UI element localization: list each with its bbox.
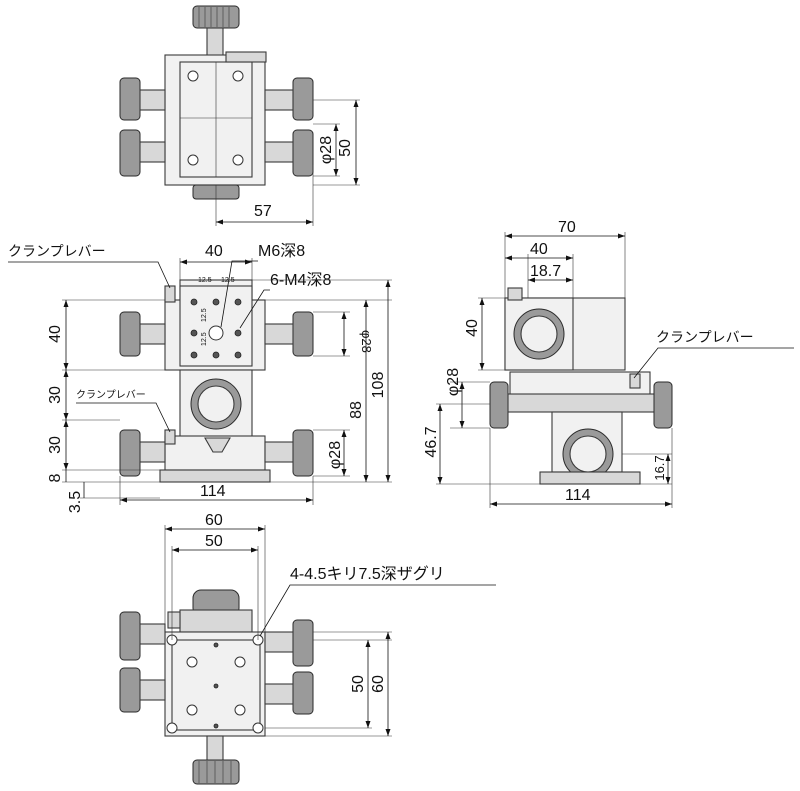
side-view: 70 40 18.7 40 φ28 46.7 16.7 クランプレバー 114 — [423, 219, 794, 508]
top-hole — [232, 70, 244, 82]
dim-114-front: 114 — [200, 483, 226, 500]
counterbore-hole — [166, 722, 178, 734]
top-right-knobs — [264, 77, 314, 177]
front-base — [159, 469, 271, 483]
dim-30-b: 30 — [47, 436, 64, 454]
side-base — [539, 471, 641, 485]
pitch-12-5-a: 12.5 — [198, 277, 212, 284]
m6-center-hole — [208, 325, 224, 341]
dim-18-7: 18.7 — [530, 263, 561, 280]
dim-60-bottom-v: 60 — [370, 675, 387, 693]
top-hole — [187, 154, 199, 166]
dim-40-side-v: 40 — [464, 319, 481, 337]
counterbore-label: 4-4.5キリ7.5深ザグリ — [290, 565, 445, 583]
bottom-view: 60 50 4-4.5キリ7.5深ザグリ 50 60 — [119, 512, 496, 785]
top-knob — [192, 5, 240, 59]
counterbore-hole — [252, 722, 264, 734]
dim-60-bottom: 60 — [205, 512, 223, 529]
dim-57: 57 — [254, 203, 272, 220]
clamp-lever-label-side: クランプレバー — [656, 330, 754, 346]
dim-46-7: 46.7 — [423, 426, 440, 457]
dim-40-left: 40 — [47, 325, 64, 343]
dim-114-side: 114 — [565, 487, 591, 504]
dim-40-front: 40 — [205, 243, 223, 260]
clamp-lever-label-top: クランプレバー — [8, 244, 106, 260]
dim-16-7: 16.7 — [652, 455, 667, 480]
front-view: 12.5 12.5 12.5 12.5 クランプレバー クランプレバー — [8, 242, 392, 513]
dim-8: 8 — [47, 473, 64, 482]
dim-phi28-front-top: φ28 — [359, 330, 374, 353]
pitch-12-5-b: 12.5 — [221, 277, 235, 284]
dim-30-a: 30 — [47, 386, 64, 404]
top-hole — [187, 70, 199, 82]
dim-88: 88 — [348, 401, 365, 419]
m6-label: M6深8 — [258, 242, 305, 260]
dim-50-top: 50 — [337, 139, 354, 157]
dim-phi28-side: φ28 — [445, 368, 462, 396]
pitch-12-5-d: 12.5 — [201, 332, 208, 346]
pitch-12-5-c: 12.5 — [201, 308, 208, 322]
dim-70: 70 — [558, 219, 576, 236]
dim-50-bottom-v: 50 — [350, 675, 367, 693]
dim-phi28-front-bottom: φ28 — [327, 441, 344, 469]
dim-phi28-top: φ28 — [318, 136, 335, 164]
top-view: 57 50 φ28 — [119, 5, 360, 226]
top-left-knobs — [119, 77, 166, 177]
dim-108: 108 — [370, 372, 387, 399]
top-hole — [232, 154, 244, 166]
dim-50-bottom: 50 — [205, 533, 223, 550]
dim-3-5: 3.5 — [67, 491, 84, 513]
dim-40-side: 40 — [530, 241, 548, 258]
clamp-lever-label-mid: クランプレバー — [76, 389, 146, 401]
